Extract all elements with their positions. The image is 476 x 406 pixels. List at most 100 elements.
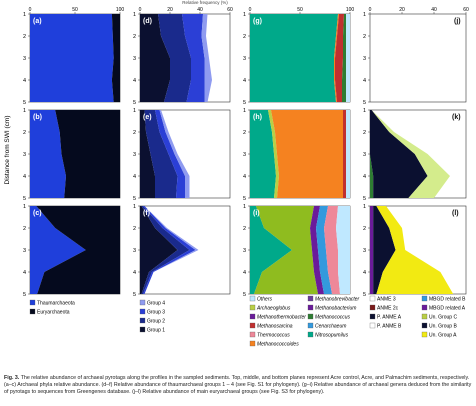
xtick-label-d-20: 20 — [167, 7, 173, 13]
ytick-label-d-4: 4 — [133, 78, 136, 84]
ytick-label-b-5: 5 — [23, 196, 26, 202]
ytick-label-e-2: 2 — [133, 130, 136, 136]
legend-label-anme-2c: ANME 2c — [377, 306, 399, 312]
legend-swatch-archaeoglobus — [249, 304, 256, 311]
xtick-label-j-0: 0 — [369, 7, 372, 13]
xtick-label-g-50: 50 — [297, 7, 303, 13]
legend-label-methanococcus: Methanococcus — [315, 315, 351, 321]
legend-swatch-mbgd-related-a — [421, 304, 428, 311]
ytick-label-e-3: 3 — [133, 152, 136, 158]
legend-swatch-methanobrevibacter — [307, 295, 314, 302]
legend-label-anme-3: ANME 3 — [377, 297, 396, 303]
legend-swatch-methanosarcina — [249, 322, 256, 329]
legend-label-mbgd-related-b: MBGD related B — [429, 297, 466, 303]
panel-letter-d: (d) — [143, 18, 152, 25]
ytick-label-d-3: 3 — [133, 56, 136, 62]
area-i-archaeoglobus — [254, 206, 318, 294]
caption-lead: Fig. 3. — [4, 375, 20, 381]
ytick-label-c-1: 1 — [23, 204, 26, 210]
area-d-group-3 — [182, 14, 205, 102]
area-e-group-3 — [155, 110, 185, 198]
ytick-label-j-3: 3 — [363, 56, 366, 62]
area-f-group-2 — [141, 206, 190, 294]
ytick-label-e-5: 5 — [133, 196, 136, 202]
ytick-label-c-3: 3 — [23, 248, 26, 254]
area-g-others — [346, 14, 350, 102]
ytick-label-k-5: 5 — [363, 196, 366, 202]
xtick-label-g-0: 0 — [249, 7, 252, 13]
legend-swatch-thermococcus — [249, 331, 256, 338]
ytick-label-i-5: 5 — [243, 292, 246, 298]
ytick-label-k-4: 4 — [363, 174, 366, 180]
area-i-others — [336, 206, 350, 294]
xtick-label-g-100: 100 — [346, 7, 355, 13]
legend-label-group-4: Group 4 — [147, 301, 165, 307]
area-l-un-group-a — [376, 206, 454, 294]
ytick-label-g-4: 4 — [243, 78, 246, 84]
legend-label-group-2: Group 2 — [147, 319, 165, 325]
ytick-label-f-3: 3 — [133, 248, 136, 254]
panel-letter-j: (j) — [454, 18, 461, 25]
ytick-label-k-2: 2 — [363, 130, 366, 136]
area-d-group-2 — [158, 14, 191, 102]
ytick-label-d-1: 1 — [133, 12, 136, 18]
legend-swatch-others — [249, 295, 256, 302]
legend-swatch-methanothermobacter — [249, 313, 256, 320]
ytick-label-a-4: 4 — [23, 78, 26, 84]
panel-letter-g: (g) — [253, 18, 262, 25]
area-e-group-1 — [140, 110, 155, 198]
ytick-label-k-1: 1 — [363, 108, 366, 114]
xtick-label-a-0: 0 — [29, 7, 32, 13]
area-c-thaumarchaeota — [30, 206, 86, 294]
ytick-label-h-2: 2 — [243, 130, 246, 136]
ytick-label-f-5: 5 — [133, 292, 136, 298]
ytick-label-f-2: 2 — [133, 226, 136, 232]
legend-swatch-methanococcoides — [249, 340, 256, 347]
legend-label-p-anme-b: P. ANME B — [377, 324, 402, 330]
area-l-mbgd-related-a — [370, 206, 374, 294]
ytick-label-d-5: 5 — [133, 100, 136, 106]
legend-leg-g1: OthersArchaeoglobusMethanothermobacterMe… — [249, 295, 306, 348]
xtick-label-d-60: 60 — [227, 7, 233, 13]
area-k-p-anme-a — [370, 110, 374, 198]
xtick-label-j-60: 60 — [463, 7, 469, 13]
ytick-label-j-2: 2 — [363, 34, 366, 40]
area-f-group-1 — [140, 206, 178, 294]
panel-letter-l: (l) — [452, 210, 459, 217]
legend-label-group-1: Group 1 — [147, 328, 165, 334]
legend-swatch-mbgd-related-b — [421, 295, 428, 302]
legend-swatch-anme-3 — [369, 295, 376, 302]
ytick-label-b-1: 1 — [23, 108, 26, 114]
area-a-euryarchaeota — [111, 14, 120, 102]
legend-swatch-euryarchaeota — [29, 308, 36, 315]
ytick-label-b-2: 2 — [23, 130, 26, 136]
xtick-label-j-20: 20 — [399, 7, 405, 13]
legend-label-others: Others — [257, 297, 273, 303]
ytick-label-h-4: 4 — [243, 174, 246, 180]
ytick-label-k-3: 3 — [363, 152, 366, 158]
panel-letter-a: (a) — [33, 18, 42, 25]
panel-letter-b: (b) — [33, 114, 42, 121]
legend-swatch-p-anme-a — [369, 313, 376, 320]
top-axis-label: Relative frequency (%) — [182, 0, 228, 5]
ytick-label-c-2: 2 — [23, 226, 26, 232]
panel-letter-h: (h) — [253, 114, 262, 121]
legend-swatch-cenarchaeum — [307, 322, 314, 329]
ytick-label-b-4: 4 — [23, 174, 26, 180]
ytick-label-h-3: 3 — [243, 152, 246, 158]
area-e-group-4 — [159, 110, 190, 198]
xtick-label-d-40: 40 — [197, 7, 203, 13]
legend-label-methanothermobacter: Methanothermobacter — [257, 315, 306, 321]
area-a-thaumarchaeota — [30, 14, 114, 102]
ytick-label-g-1: 1 — [243, 12, 246, 18]
